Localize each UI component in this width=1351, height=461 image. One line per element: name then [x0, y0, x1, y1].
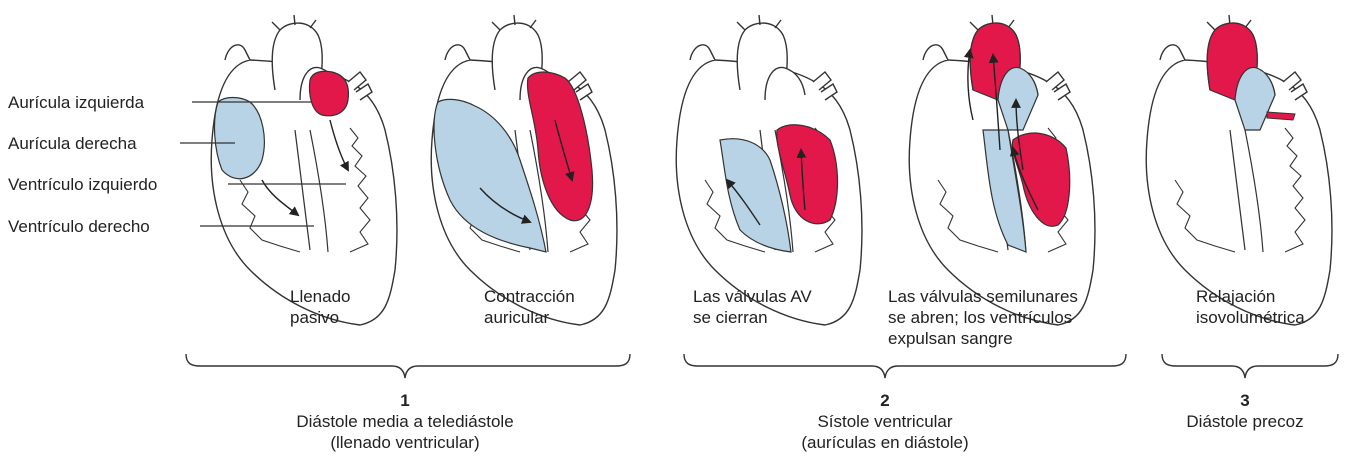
- stage-caption-4: Las válvulas semilunares se abren; los v…: [888, 286, 1078, 349]
- label-left-ventricle: Ventrículo izquierdo: [8, 175, 158, 194]
- heart-passive-filling: [210, 14, 398, 326]
- phase-1-subtitle: (llenado ventricular): [330, 433, 480, 452]
- phase-2-title: Sístole ventricular: [817, 412, 953, 431]
- label-leader-lines: [180, 101, 346, 227]
- phase-1-number: 1: [400, 391, 410, 410]
- stage-caption-4-line-1: Las válvulas semilunares: [888, 287, 1078, 306]
- phase-2-label: 2 Sístole ventricular (aurículas en diás…: [765, 390, 1005, 453]
- phase-1-label: 1 Diástole media a telediástole (llenado…: [255, 390, 555, 453]
- stage-caption-1: Llenado pasivo: [290, 286, 351, 328]
- phase-3-number: 3: [1240, 391, 1250, 410]
- label-right-atrium: Aurícula derecha: [8, 134, 137, 153]
- phase-3-label: 3 Diástole precoz: [1170, 390, 1320, 432]
- brace-phase-2: [683, 353, 1127, 379]
- heart-semilunar-valves-open: [908, 14, 1096, 326]
- stage-caption-2-line-2: auricular: [484, 308, 550, 327]
- stage-caption-1-line-1: Llenado: [290, 287, 351, 306]
- label-right-ventricle: Ventrículo derecho: [8, 217, 150, 236]
- stage-caption-4-line-3: expulsan sangre: [888, 329, 1013, 348]
- stage-caption-3-line-1: Las válvulas AV: [693, 287, 812, 306]
- brace-phase-1: [185, 353, 631, 379]
- stage-caption-2: Contracción auricular: [484, 286, 575, 328]
- brace-phase-3: [1161, 353, 1339, 379]
- heart-atrial-contraction: [430, 14, 618, 326]
- label-left-atrium: Aurícula izquierda: [8, 93, 145, 112]
- heart-isovolumetric-relaxation: [1145, 14, 1333, 326]
- phase-2-subtitle: (aurículas en diástole): [801, 433, 969, 452]
- phase-2-number: 2: [880, 391, 890, 410]
- stage-caption-2-line-1: Contracción: [484, 287, 575, 306]
- phase-braces: [185, 353, 1339, 379]
- stage-caption-3: Las válvulas AV se cierran: [693, 286, 812, 328]
- stage-caption-4-line-2: se abren; los ventrículos: [888, 308, 1073, 327]
- heart-av-valves-close: [675, 14, 863, 326]
- phase-3-title: Diástole precoz: [1186, 412, 1304, 431]
- phase-1-title: Diástole media a telediástole: [296, 412, 514, 431]
- stage-caption-5-line-1: Relajación: [1196, 287, 1276, 306]
- stage-caption-5-line-2: isovolumétrica: [1196, 308, 1305, 327]
- stage-caption-1-line-2: pasivo: [290, 308, 340, 327]
- stage-caption-5: Relajación isovolumétrica: [1196, 286, 1305, 328]
- stage-caption-3-line-2: se cierran: [693, 308, 768, 327]
